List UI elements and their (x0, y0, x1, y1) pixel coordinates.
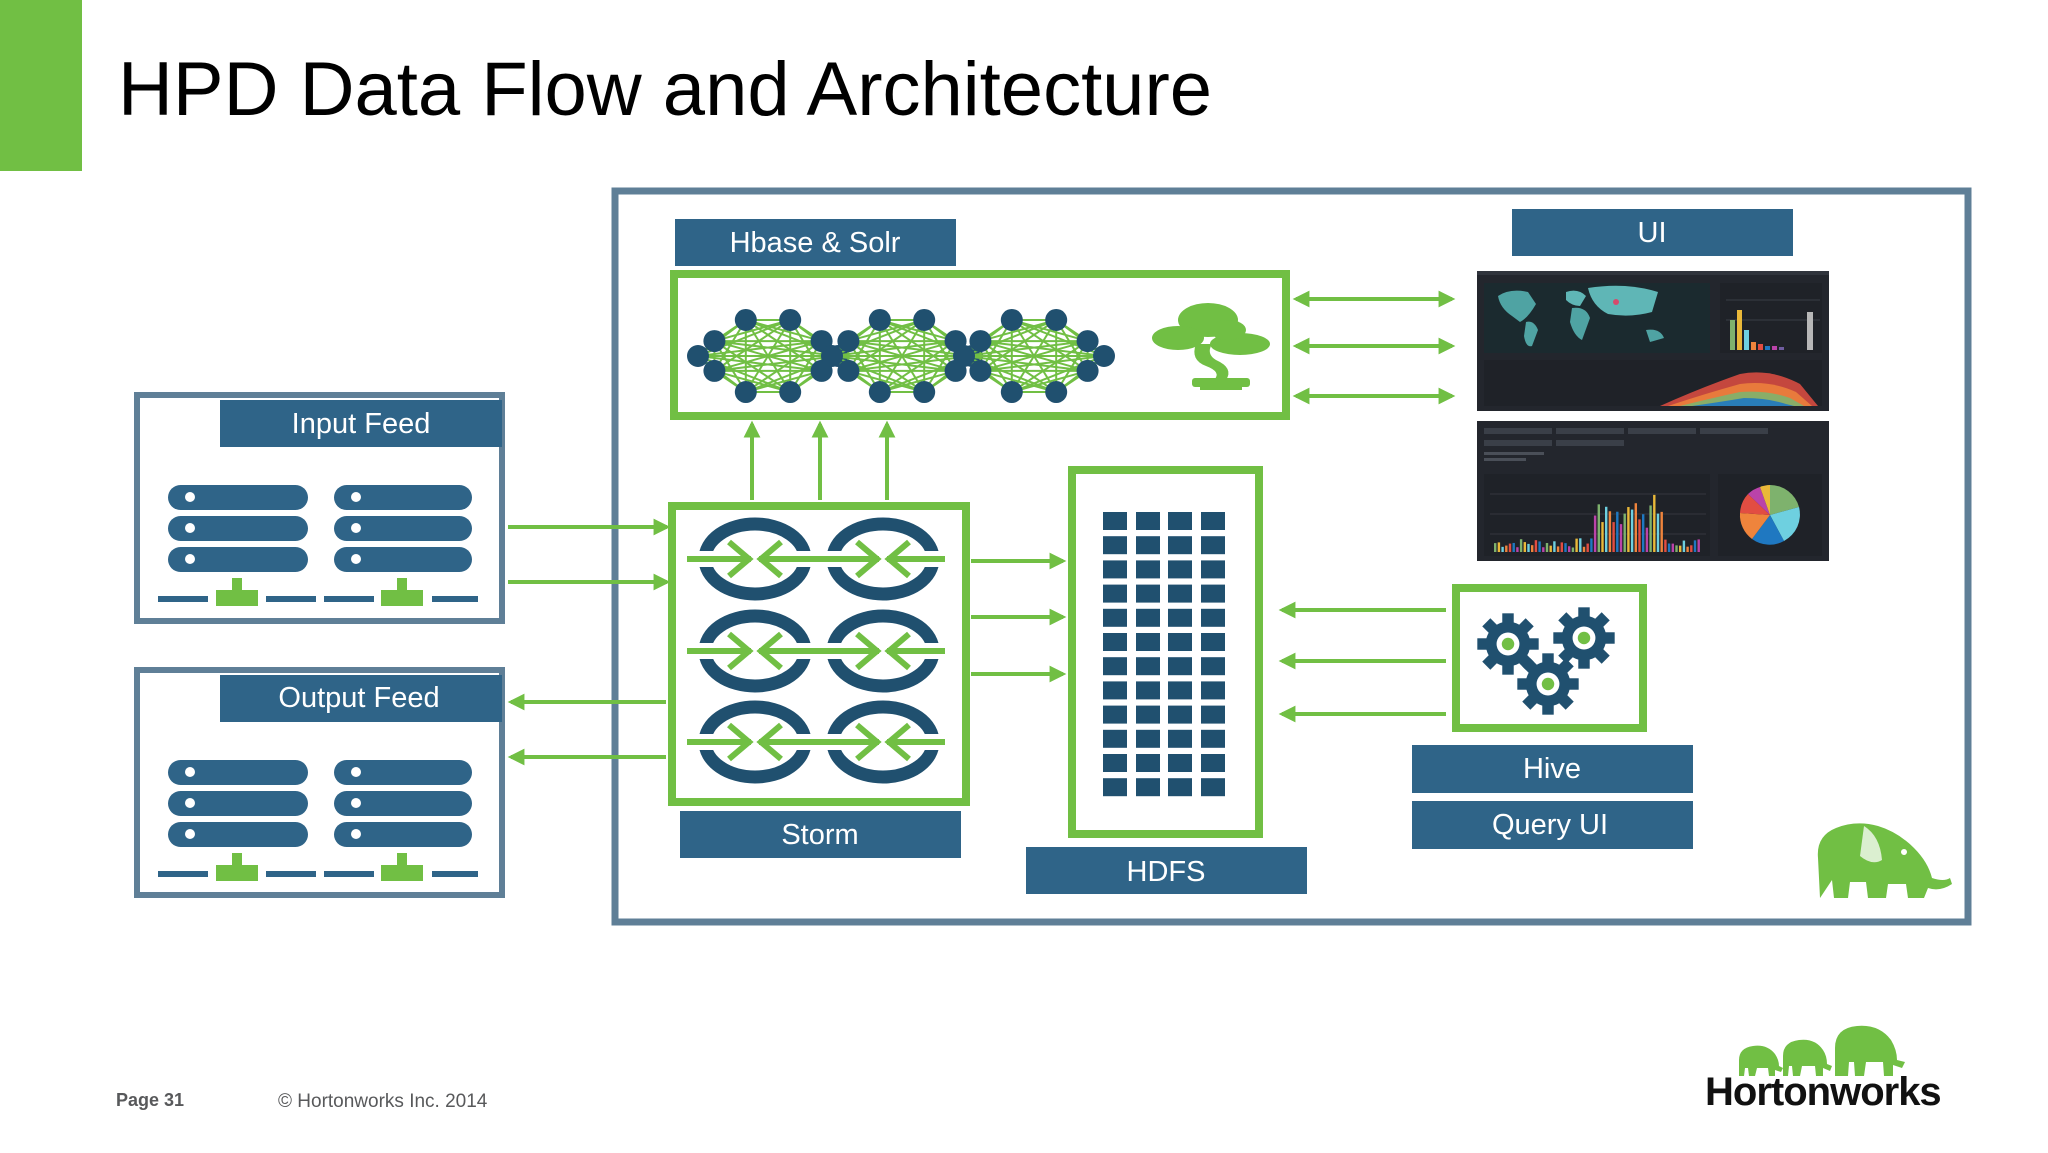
hbase-solr-label-bg (675, 219, 956, 266)
hdfs-box (1068, 466, 1263, 838)
hive-label-bg (1412, 745, 1693, 793)
title-accent-bar (0, 0, 82, 171)
dashboard-charts-screenshot (1477, 421, 1829, 561)
storm-label: Storm (781, 819, 858, 851)
output-feed-label-bg (220, 675, 502, 722)
hive-label: Hive (1523, 753, 1581, 785)
gear-icon (1553, 607, 1615, 669)
hbase-clusters (687, 308, 1115, 404)
gears-icon (1477, 607, 1615, 715)
input-feed-box: Input Feed (134, 392, 505, 624)
query-ui-label: Query UI (1492, 809, 1608, 841)
bonsai-tree-icon (1152, 303, 1270, 390)
input-feed-label: Input Feed (292, 408, 431, 440)
copyright-text: © Hortonworks Inc. 2014 (278, 1091, 488, 1112)
pie-chart-thumbnail (1739, 484, 1800, 545)
hortonworks-elephants-logo (1739, 1025, 1905, 1076)
hdfs-label: HDFS (1127, 856, 1206, 888)
ui-label: UI (1638, 217, 1667, 249)
storm-spout-bolt-icon (687, 517, 945, 784)
page-number: Page 31 (116, 1090, 185, 1110)
server-rack-icon (158, 760, 478, 881)
hortonworks-wordmark: Hortonworks (1705, 1070, 1942, 1114)
slide-title: HPD Data Flow and Architecture (118, 47, 1213, 132)
input-feed-label-bg (220, 400, 502, 447)
arrows (507, 290, 1456, 766)
output-feed-label: Output Feed (278, 682, 439, 714)
server-rack-icon (158, 485, 478, 606)
cluster-network-icon (953, 308, 1115, 404)
gear-icon (1477, 613, 1539, 675)
gear-icon (1517, 653, 1579, 715)
output-feed-box: Output Feed (134, 667, 505, 898)
dashboard-world-map-screenshot (1477, 271, 1829, 411)
hdfs-block-grid-icon (1103, 512, 1225, 797)
ui-label-bg (1512, 209, 1793, 256)
hbase-solr-label: Hbase & Solr (730, 227, 901, 259)
storm-label-bg (680, 811, 961, 858)
hadoop-elephant-icon (1817, 823, 1952, 898)
query-ui-label-bg (1412, 801, 1693, 849)
hdfs-label-bg (1026, 847, 1307, 894)
